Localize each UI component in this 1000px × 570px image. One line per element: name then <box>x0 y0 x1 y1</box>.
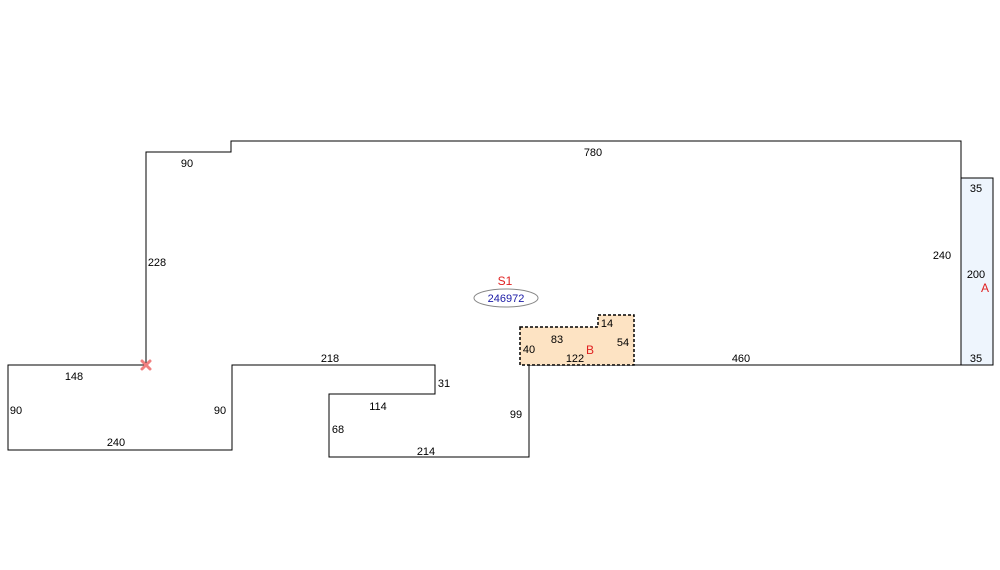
subarea-b-label: B <box>586 343 594 357</box>
dim-bottom-right: 460 <box>732 353 750 365</box>
subarea-b-bottom-dim: 122 <box>566 353 584 365</box>
area-value-label: 246972 <box>488 293 525 305</box>
area-value-ellipse <box>473 288 539 308</box>
subarea-a-label: A <box>981 281 989 295</box>
area-name-label: S1 <box>498 274 513 288</box>
dim-right: 240 <box>933 250 951 262</box>
dim-wing-right: 90 <box>214 405 226 417</box>
subarea-b-top-dim: 83 <box>551 334 563 346</box>
dim-wing-top: 148 <box>65 371 83 383</box>
dim-left-upper: 228 <box>148 257 166 269</box>
subarea-a-side-dim: 200 <box>967 269 985 281</box>
dim-notch-bottom: 214 <box>417 446 435 458</box>
main-outline <box>7 140 962 458</box>
subarea-a-top-dim: 35 <box>970 183 982 195</box>
dim-top: 780 <box>584 147 602 159</box>
dim-bottom-mid: 218 <box>321 353 339 365</box>
dim-notch-left: 68 <box>332 424 344 436</box>
dim-inner-right: 99 <box>510 409 522 421</box>
dim-notch-top: 114 <box>369 401 387 413</box>
subarea-b-notch-dim: 14 <box>601 318 613 330</box>
origin-marker-icon <box>140 359 152 371</box>
dim-notch-right: 31 <box>438 378 450 390</box>
subarea-b-left-dim: 40 <box>523 344 535 356</box>
dim-top-step: 90 <box>181 158 193 170</box>
subarea-b-right-dim: 54 <box>617 337 629 349</box>
subarea-a <box>960 177 994 366</box>
dim-wing-bottom: 240 <box>107 437 125 449</box>
dim-wing-left: 90 <box>10 405 22 417</box>
subarea-a-bottom-dim: 35 <box>970 353 982 365</box>
subarea-b <box>519 314 635 366</box>
